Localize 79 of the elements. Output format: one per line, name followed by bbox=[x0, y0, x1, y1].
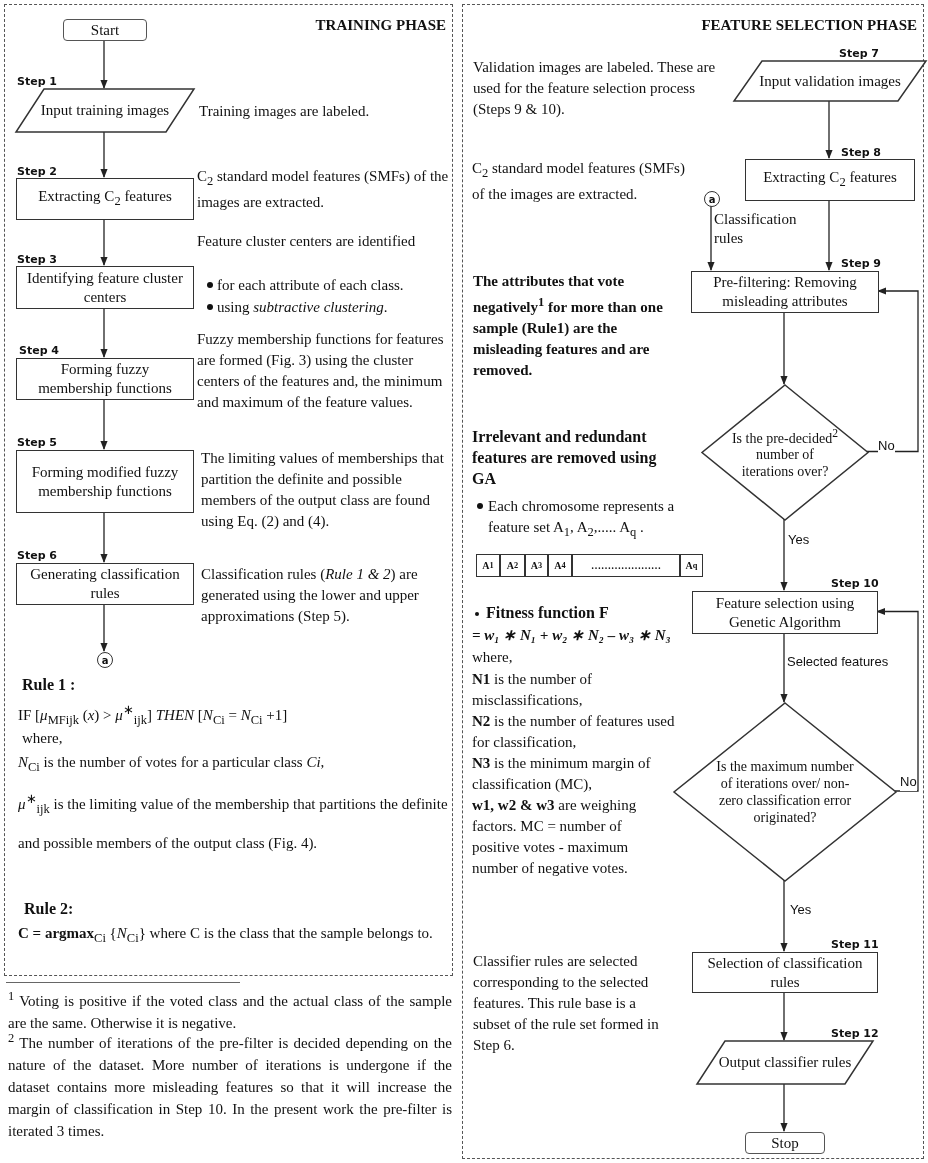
arrow bbox=[100, 130, 108, 178]
description-text: Training images are labeled. bbox=[199, 102, 371, 121]
description-text: C$_{2}$ standard model features (SMFs) of the images are extracted. bbox=[197, 167, 450, 212]
connector-circle: a bbox=[704, 191, 720, 207]
gene-cell: ………………… bbox=[572, 554, 680, 577]
process-box: Extracting C$_{2}$ features bbox=[745, 159, 915, 201]
rule-heading: Rule 1 : bbox=[22, 675, 77, 695]
step-label: Step 1 bbox=[17, 75, 57, 88]
note-text: C$_{2}$ standard model features (SMFs) of the images are extracted. bbox=[472, 159, 686, 204]
step-label: Step 8 bbox=[841, 146, 881, 159]
arrow bbox=[100, 511, 108, 563]
decision-diamond: Is the pre-decided$^{2}$ number of iterations over? bbox=[702, 385, 868, 520]
process-box: Identifying feature cluster centers bbox=[16, 266, 194, 309]
note-text: N$_{Ci}$ is the number of votes for a particular class Ci, bbox=[18, 753, 326, 776]
step-label: Step 4 bbox=[19, 344, 59, 357]
arrow bbox=[780, 991, 788, 1041]
panel-heading: TRAINING PHASE bbox=[315, 17, 446, 34]
note-text: C = argmax$_{Ci}$ {N$_{Ci}$} where C is the class that the sample belongs to. bbox=[18, 924, 434, 947]
formula-heading: Fitness function F bbox=[486, 603, 610, 623]
step-label: Step 3 bbox=[17, 253, 57, 266]
phase-panel bbox=[4, 4, 453, 976]
process-box: Forming fuzzy membership functions bbox=[16, 358, 194, 400]
formula-text: = w₁ ∗ N₁ + w₂ ∗ N₂ – w₃ ∗ N₃ bbox=[472, 626, 672, 645]
process-box: Extracting C$_{2}$ features bbox=[16, 178, 194, 220]
description-text: The limiting values of memberships that partition the definite and possible members of the output class are found using Eq. (2) and (4). bbox=[201, 449, 445, 531]
note-text: w1, w2 & w3 are weighing factors. MC = number of positive votes - maximum number of negative votes. bbox=[472, 796, 638, 878]
process-box: Forming modified fuzzy membership functions bbox=[16, 450, 194, 513]
data-parallelogram: Output classifier rules bbox=[697, 1041, 873, 1084]
step-label: Step 12 bbox=[831, 1027, 879, 1040]
description-text: The attributes that vote negatively$^{1}$ for more than one sample (Rule1) are the misleading features and are removed. bbox=[473, 272, 664, 380]
arrow bbox=[876, 607, 919, 792]
rule-heading: Rule 2: bbox=[24, 899, 75, 919]
step-label: Step 9 bbox=[841, 257, 881, 270]
note-text: where, bbox=[472, 648, 514, 667]
arrow bbox=[825, 99, 833, 159]
arrow bbox=[707, 205, 715, 271]
process-box: Pre-filtering: Removing misleading attributes bbox=[691, 271, 879, 313]
panel-heading: FEATURE SELECTION PHASE bbox=[701, 17, 917, 34]
note-text: Each chromosome represents a feature set A$_{1}$, A$_{2}$,..... A$_{q}$ . bbox=[488, 497, 676, 541]
arrow bbox=[100, 39, 108, 89]
description-text: for each attribute of each class. bbox=[217, 276, 405, 295]
rule-heading: Irrelevant and redundant features are removed using GA bbox=[472, 427, 658, 489]
step-label: Step 5 bbox=[17, 436, 57, 449]
footnote-text: $^{1}$ Voting is positive if the voted class and the actual class of the sample are the same. Otherwise it is negative. bbox=[8, 988, 452, 1033]
terminal-box: Start bbox=[63, 19, 147, 41]
step-label: Step 6 bbox=[17, 549, 57, 562]
footnote-text: $^{2}$ The number of iterations of the pre-filter is decided depending on the nature of the dataset. More number of iterations is undergone if the dataset contains more misleading features so that it will increase the margin of classification in Step 10. In the present work the pre-filter is iterated 3 times. bbox=[8, 1031, 452, 1141]
process-box: Feature selection using Genetic Algorithm bbox=[692, 591, 878, 634]
arrow bbox=[780, 1082, 788, 1132]
arrow bbox=[100, 218, 108, 266]
description-text: Fuzzy membership functions for features are formed (Fig. 3) using the cluster centers of the features and, the minimum and maximum of the feature values. bbox=[197, 330, 445, 412]
arrow bbox=[100, 307, 108, 358]
step-label: Step 2 bbox=[17, 165, 57, 178]
data-parallelogram: Input training images bbox=[16, 89, 194, 132]
arrow bbox=[866, 287, 919, 453]
arrow bbox=[780, 879, 788, 952]
note-text: where, bbox=[22, 729, 64, 748]
arrow bbox=[825, 199, 833, 271]
step-label: Step 10 bbox=[831, 577, 879, 590]
arrow bbox=[780, 632, 788, 703]
description-text: Validation images are labeled. These are used for the feature selection process (Steps 9 & 10). bbox=[473, 58, 717, 119]
description-text: Feature cluster centers are identified bbox=[197, 232, 417, 251]
connector-circle: a bbox=[97, 652, 113, 668]
note-text: μ$^{∗}$$_{ijk}$ is the limiting value of the membership that partitions the definite and possible members of the output class (Fig. 4). bbox=[18, 791, 448, 853]
data-parallelogram: Input validation images bbox=[734, 61, 926, 101]
note-text: IF [μ$_{MFijk}$ (x) > μ$^{∗}$$_{ijk}$] THEN [N$_{Ci}$ = N$_{Ci}$ +1] bbox=[18, 702, 289, 729]
arrow bbox=[100, 603, 108, 652]
step-label: Step 7 bbox=[839, 47, 879, 60]
terminal-box: Stop bbox=[745, 1132, 825, 1154]
decision-diamond: Is the maximum number of iterations over/ non-zero classification error originated? bbox=[674, 703, 896, 881]
description-text: Classifier rules are selected corresponding to the selected features. This rule base is a subset of the rule set formed in Step 6. bbox=[473, 952, 660, 1055]
description-text: Classification rules (Rule 1 & 2) are generated using the lower and upper approximations (Step 5). bbox=[201, 565, 420, 626]
arrow bbox=[780, 311, 788, 385]
description-text: using subtractive clustering. bbox=[217, 298, 389, 317]
process-box: Generating classification rules bbox=[16, 563, 194, 605]
arrow bbox=[780, 518, 788, 591]
arrow bbox=[100, 398, 108, 450]
process-box: Selection of classification rules bbox=[692, 952, 878, 993]
step-label: Step 11 bbox=[831, 938, 879, 951]
